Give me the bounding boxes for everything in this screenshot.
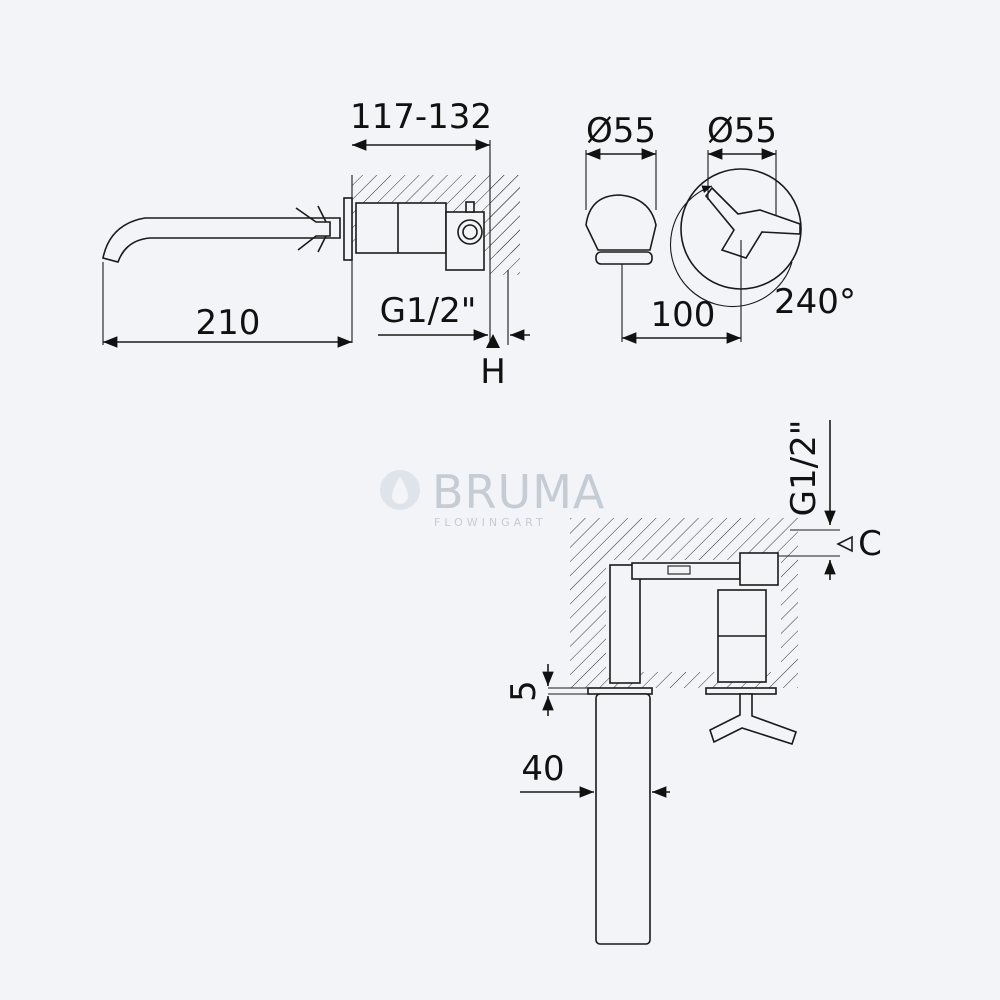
watermark-brand: BRUMA xyxy=(432,465,605,519)
connector-bar xyxy=(631,562,741,580)
dim-diameter-left: Ø55 xyxy=(586,111,656,151)
dim-clearance-marker: C xyxy=(858,524,882,564)
spout-front xyxy=(585,194,657,251)
dim-height-marker: H xyxy=(480,352,506,392)
droplet-shape xyxy=(392,476,408,504)
dim-center-distance: 100 xyxy=(651,295,716,335)
brand-watermark: BRUMA FLOWINGART xyxy=(380,465,605,529)
spout-plate xyxy=(587,687,653,695)
spout-outlet xyxy=(595,251,653,265)
front-views: Ø55 Ø55 240° 100 xyxy=(585,111,856,344)
outlet-pipe-section xyxy=(609,564,641,684)
h-marker-arrow xyxy=(486,334,500,348)
wall-plate xyxy=(343,197,353,261)
section-view: G1/2" C 5 40 xyxy=(504,420,882,945)
dim-spout-length: 210 xyxy=(196,303,261,343)
cross-handle-side xyxy=(295,207,331,251)
dim-diameter-right: Ø55 xyxy=(707,111,777,151)
cross-handle-section xyxy=(709,693,798,746)
mixer-body xyxy=(355,202,447,254)
vertical-spout xyxy=(595,693,651,945)
watermark-tagline: FLOWINGART xyxy=(434,516,547,529)
dim-plate-thickness: 5 xyxy=(504,680,544,702)
inlet-cap xyxy=(739,552,779,586)
dim-top-width: 117-132 xyxy=(350,97,492,137)
dim-spout-width: 40 xyxy=(521,749,564,789)
dim-thread-section: G1/2" xyxy=(784,420,824,517)
side-view: 117-132 210 G1/2" H xyxy=(102,97,530,392)
wall-hatch-right xyxy=(490,175,520,275)
dim-thread-side: G1/2" xyxy=(380,291,477,331)
spout-side xyxy=(102,217,341,263)
handle-plate xyxy=(705,687,777,695)
c-marker-arrow xyxy=(836,535,853,553)
dim-rotation: 240° xyxy=(774,282,856,322)
cross-handle-front xyxy=(704,186,801,259)
